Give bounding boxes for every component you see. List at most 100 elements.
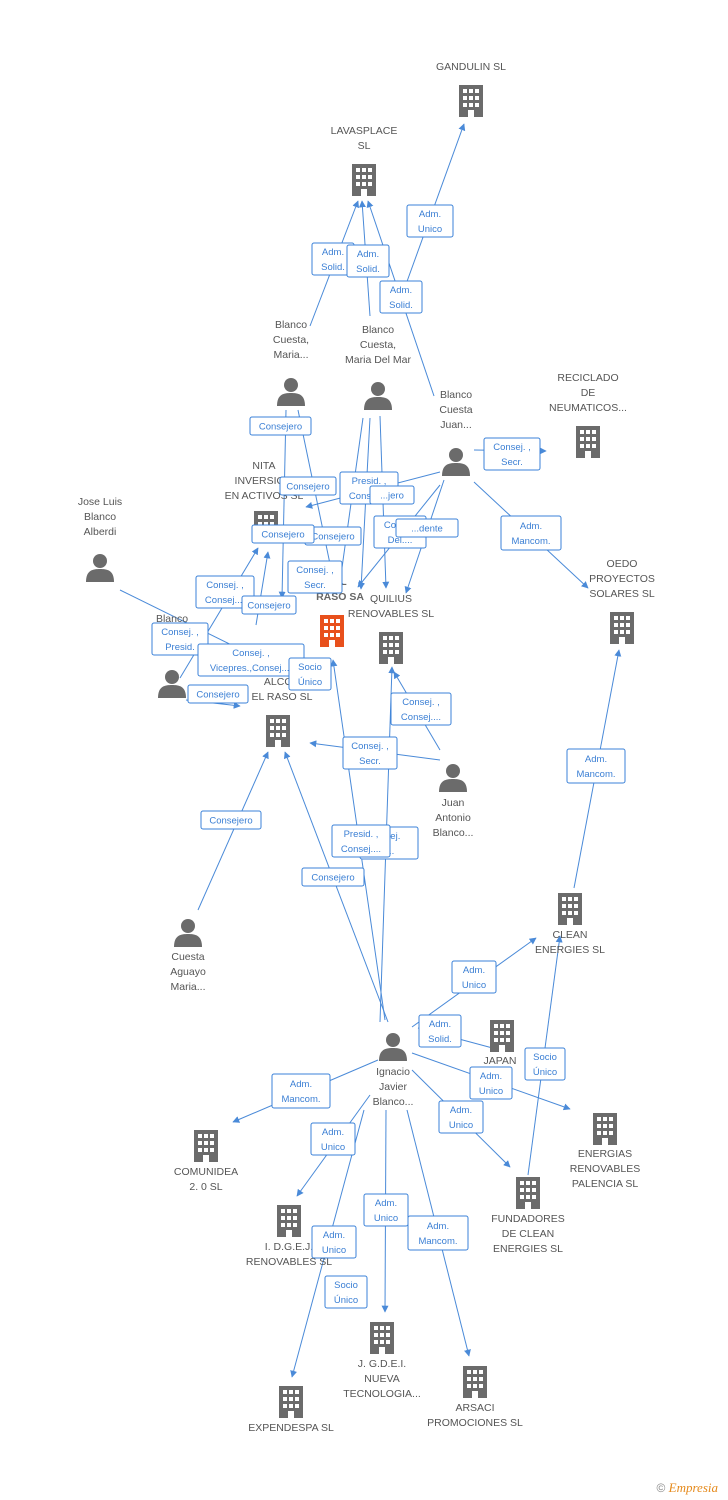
- edge-label-e27[interactable]: Presid. ,Consej....: [331, 824, 391, 858]
- edge-label-box: [346, 244, 390, 278]
- edge-label-e17[interactable]: Consejero: [241, 595, 297, 615]
- edge-label-text: Adm.Solid.: [428, 1019, 452, 1045]
- edge-label-e6[interactable]: Consejero: [249, 416, 312, 436]
- edge-label-e7[interactable]: Consejero: [279, 476, 337, 496]
- edge-label-e32[interactable]: Adm.Unico: [469, 1066, 513, 1100]
- person-icon: [277, 378, 305, 406]
- company-node-idgej[interactable]: I. D.G.E.J.RENOVABLES SL: [246, 1205, 332, 1268]
- edge-label-e14[interactable]: Adm.Mancom.: [500, 515, 562, 551]
- node-label: GANDULIN SL: [436, 61, 506, 73]
- building-icon: [352, 164, 376, 196]
- building-icon: [459, 85, 483, 117]
- edge-label-e16[interactable]: Consej. ,Secr.: [287, 560, 343, 594]
- person-icon: [364, 382, 392, 410]
- edge-label-e36[interactable]: Adm.Unico: [363, 1193, 409, 1227]
- edge-label-box: [151, 622, 209, 656]
- building-icon: [370, 1322, 394, 1354]
- edge-label-text: Consej. ,Secr.: [296, 565, 334, 591]
- edge-label-text: Adm.Mancom.: [511, 521, 550, 547]
- edge-label-e37[interactable]: Adm.Mancom.: [407, 1215, 469, 1251]
- edge-label-e13[interactable]: ...dente: [395, 518, 459, 538]
- copyright-symbol: ©: [656, 1481, 666, 1495]
- building-icon: [576, 426, 600, 458]
- edge-label-e9[interactable]: ...jero: [369, 485, 415, 505]
- edge-label-e11[interactable]: Consejero: [251, 524, 315, 544]
- building-icon: [279, 1386, 303, 1418]
- edge-label-e19[interactable]: Consej. ,Vicepres.,Consej....: [197, 643, 305, 677]
- company-node-expendespa[interactable]: EXPENDESPA SL: [248, 1386, 334, 1434]
- edge-label-box: [279, 476, 337, 496]
- edge-label-e2[interactable]: Adm.Solid.: [311, 242, 355, 276]
- building-icon: [516, 1177, 540, 1209]
- edge-label-e33[interactable]: Adm.Unico: [438, 1100, 484, 1134]
- edge-label-e34[interactable]: Adm.Mancom.: [271, 1073, 331, 1109]
- person-icon: [174, 919, 202, 947]
- edge-label-box: [500, 515, 562, 551]
- edge-label-text: Consej. ,Consej....: [401, 697, 441, 723]
- edge-label-text: Adm.Unico: [321, 1127, 345, 1153]
- edge-label-e18[interactable]: Consej. ,Presid.: [151, 622, 209, 656]
- edge-label-e5[interactable]: Consej. ,Secr.: [483, 437, 541, 471]
- edge-label-e4[interactable]: Adm.Solid.: [379, 280, 423, 314]
- edge-label-box: [195, 575, 255, 609]
- edge-label-e22[interactable]: Consej. ,Consej....: [390, 692, 452, 726]
- edge-label-text: Consejero: [259, 422, 302, 433]
- edge-label-e1[interactable]: Adm.Unico: [406, 204, 454, 238]
- edge-label-text: Adm.Unico: [449, 1105, 473, 1131]
- edge-label-text: ...jero: [380, 491, 404, 502]
- building-icon: [379, 632, 403, 664]
- edge-label-text: Consej. ,Presid.: [161, 627, 199, 653]
- edge-label-e28[interactable]: Consejero: [301, 867, 365, 887]
- edge-label-e15[interactable]: Consej. ,Consej....: [195, 575, 255, 609]
- edge-label-e30[interactable]: Adm.Solid.: [418, 1014, 462, 1048]
- edge-label-text: Consej. ,Secr.: [493, 442, 531, 468]
- company-node-gandulin[interactable]: GANDULIN SL: [436, 61, 506, 117]
- edge-label-e29[interactable]: Adm.Unico: [451, 960, 497, 994]
- edge-label-e3[interactable]: Adm.Solid.: [346, 244, 390, 278]
- edge-label-e38[interactable]: Adm.Unico: [311, 1225, 357, 1259]
- person-icon: [442, 448, 470, 476]
- edge-label-e21[interactable]: Consejero: [187, 684, 249, 704]
- edge-label-text: Consejero: [311, 532, 354, 543]
- empresia-logo[interactable]: Empresia: [668, 1480, 718, 1495]
- edge-label-e35[interactable]: Adm.Unico: [310, 1122, 356, 1156]
- building-icon: [490, 1020, 514, 1052]
- edge-label-e25[interactable]: Consejero: [200, 810, 262, 830]
- edge-label-box: [287, 560, 343, 594]
- edge-line: [278, 409, 287, 599]
- edge-label-e23[interactable]: Consej. ,Secr.: [342, 736, 398, 770]
- building-icon: [558, 893, 582, 925]
- edge-label-box: [369, 485, 415, 505]
- edge-label-e24[interactable]: Adm.Mancom.: [566, 748, 626, 784]
